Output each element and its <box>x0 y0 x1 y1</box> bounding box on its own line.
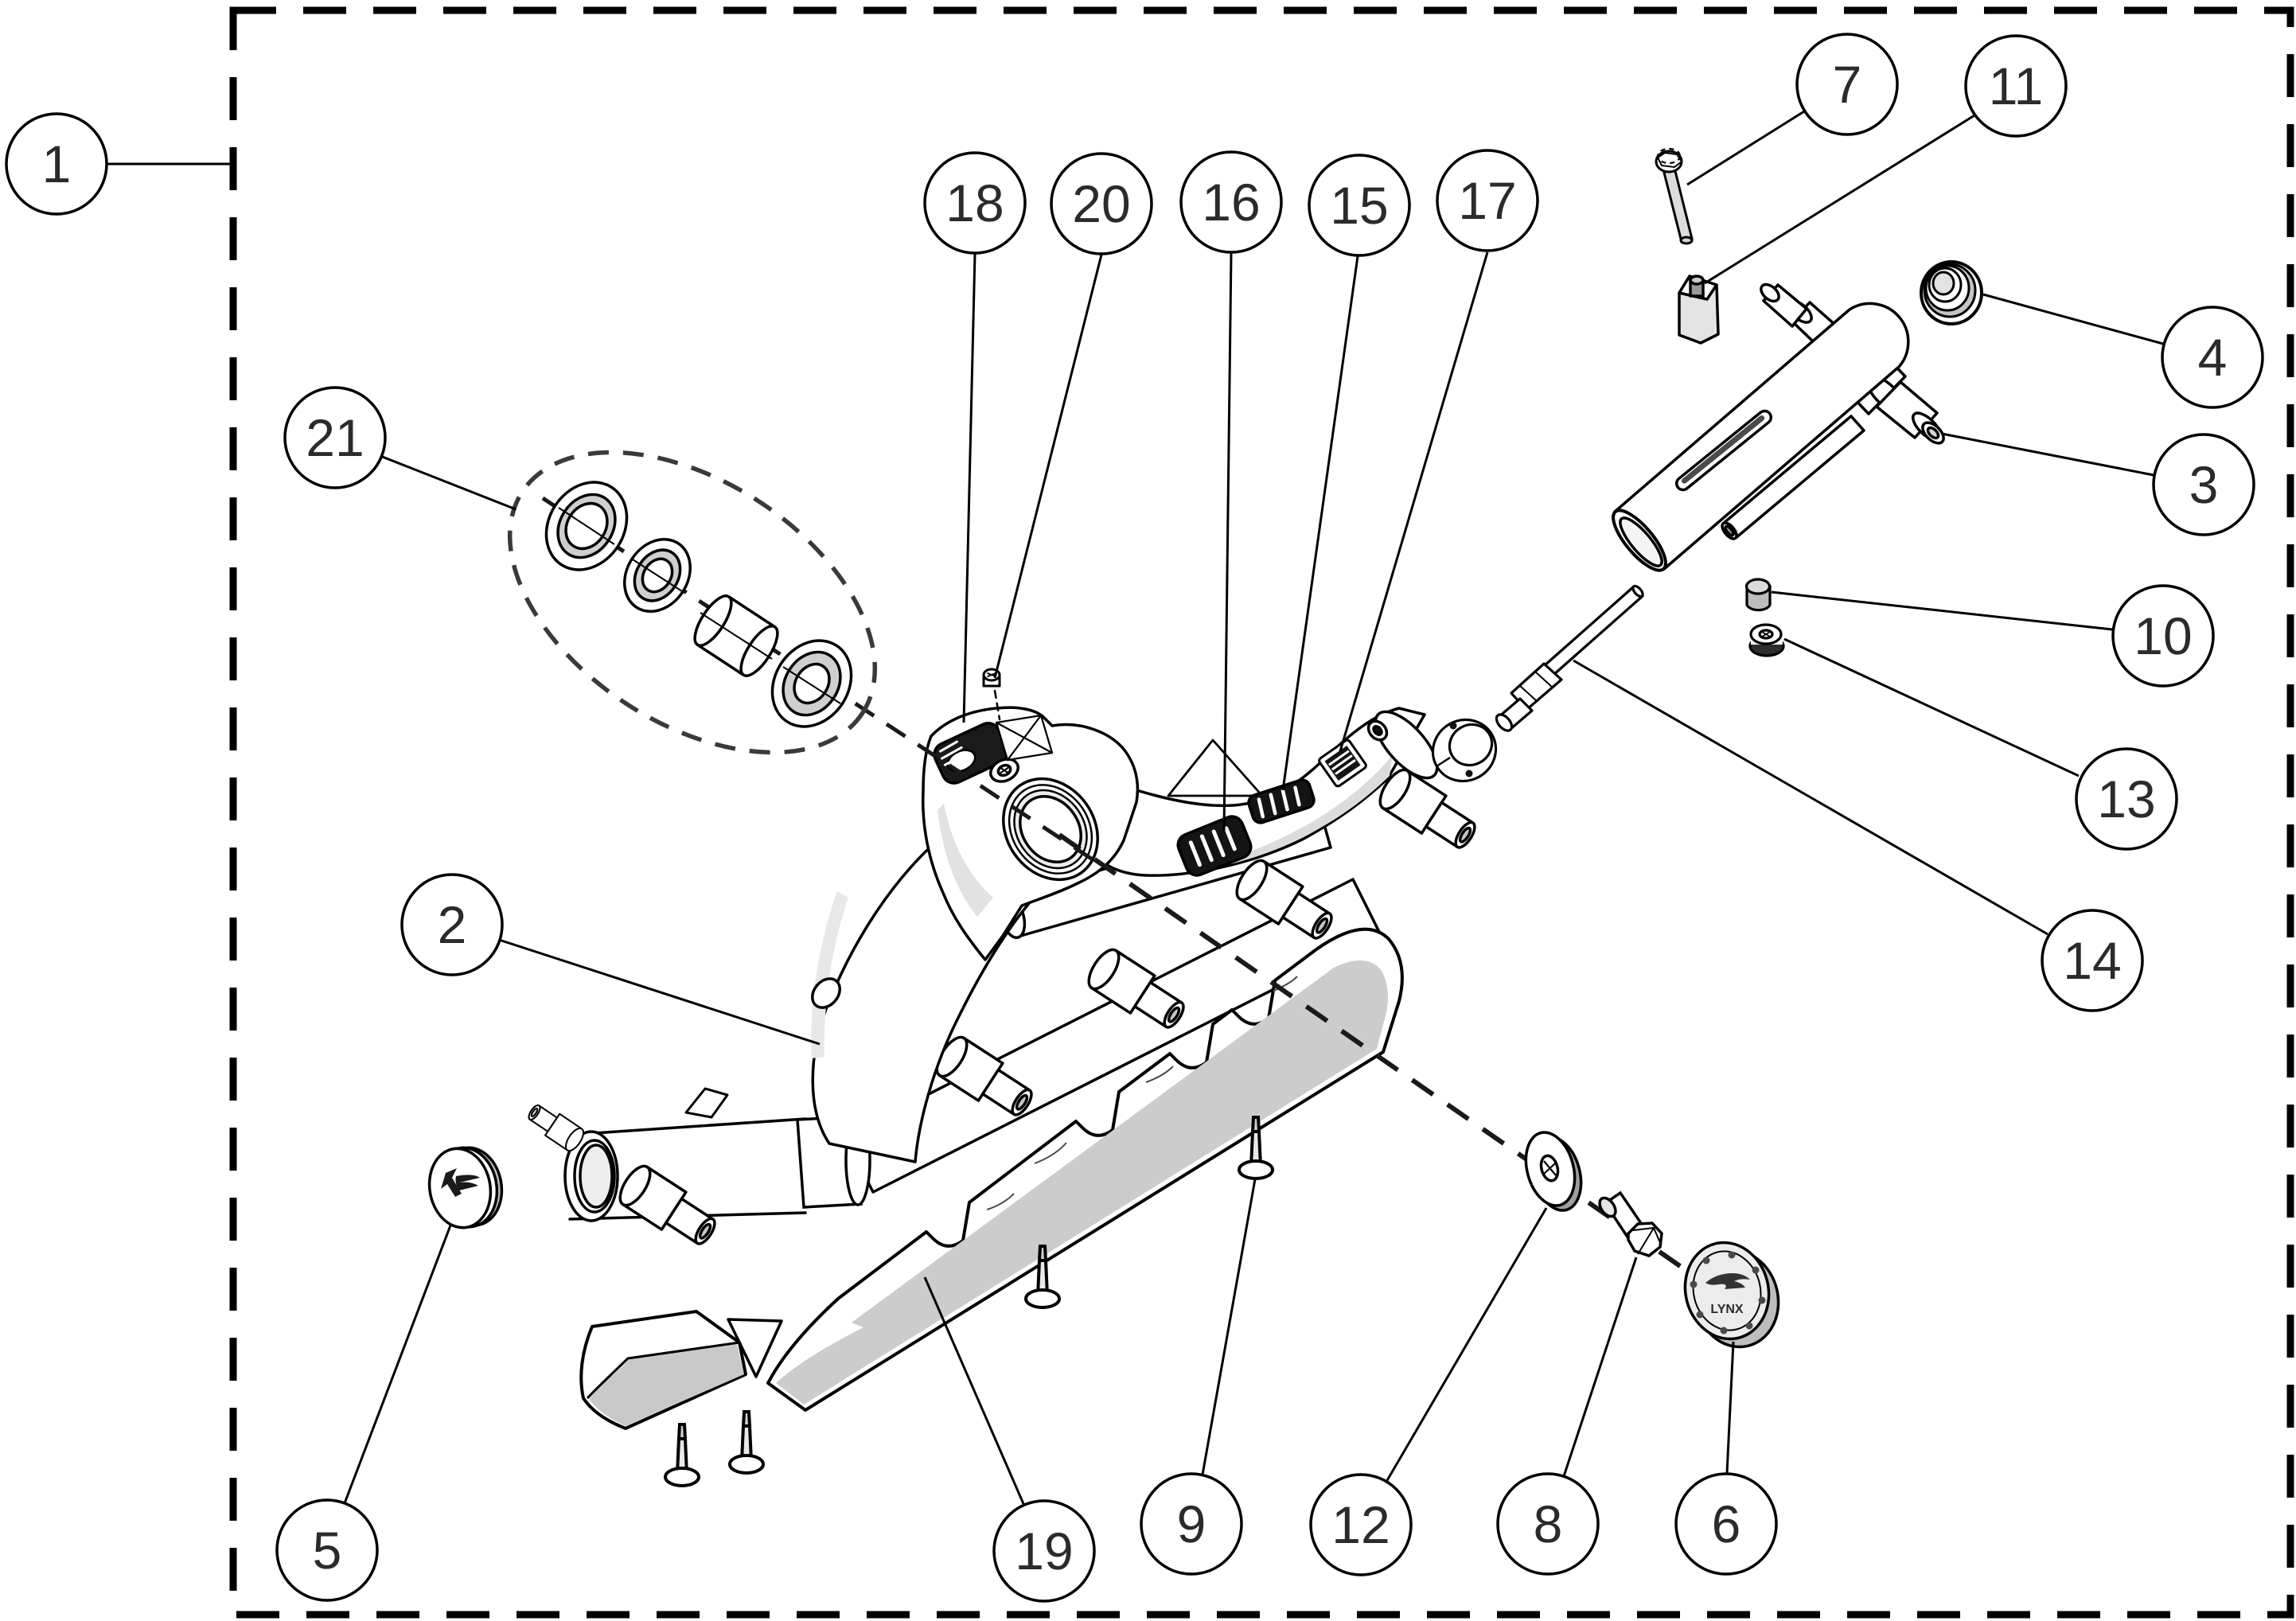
svg-text:19: 19 <box>1015 1522 1073 1580</box>
svg-text:2: 2 <box>438 895 467 954</box>
svg-text:9: 9 <box>1177 1494 1206 1553</box>
svg-text:16: 16 <box>1202 173 1260 232</box>
svg-text:10: 10 <box>2134 606 2192 665</box>
svg-text:21: 21 <box>306 408 364 467</box>
svg-text:11: 11 <box>1989 57 2044 115</box>
svg-text:14: 14 <box>2063 931 2121 990</box>
svg-text:15: 15 <box>1330 176 1388 235</box>
svg-text:13: 13 <box>2097 770 2155 828</box>
svg-text:3: 3 <box>2189 455 2219 514</box>
svg-text:17: 17 <box>1458 171 1516 230</box>
svg-text:LYNX: LYNX <box>1710 1303 1744 1316</box>
svg-text:6: 6 <box>1712 1494 1741 1553</box>
svg-text:20: 20 <box>1072 174 1130 233</box>
svg-text:18: 18 <box>945 173 1004 232</box>
svg-text:12: 12 <box>1331 1495 1390 1554</box>
svg-text:1: 1 <box>42 134 72 193</box>
svg-text:8: 8 <box>1534 1494 1563 1553</box>
svg-text:4: 4 <box>2198 328 2228 387</box>
svg-text:5: 5 <box>313 1521 342 1580</box>
svg-text:7: 7 <box>1833 55 1862 114</box>
